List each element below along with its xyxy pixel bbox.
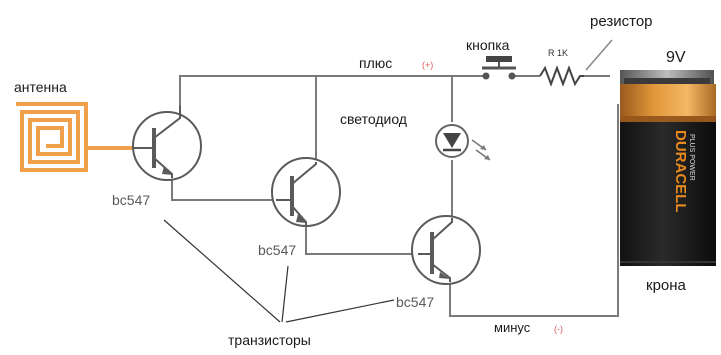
antenna-coil: [16, 102, 132, 172]
battery-9v: [620, 70, 716, 266]
transistors-label: транзисторы: [228, 332, 311, 348]
battery-voltage-label: 9V: [666, 49, 686, 66]
transistor-3-label: bc547: [396, 294, 434, 310]
resistor-symbol: [539, 39, 613, 87]
minus-label: минус: [494, 320, 531, 335]
t1-emitter-to-t2-base: [171, 178, 276, 201]
antenna-label: антенна: [14, 79, 67, 95]
led-label: светодиод: [340, 111, 407, 127]
transistor-pointers: [163, 219, 395, 323]
transistor-1: [132, 106, 202, 181]
plus-sign: (+): [422, 60, 433, 70]
plus-rail: [179, 75, 486, 106]
battery-name-label: крона: [646, 277, 687, 294]
push-button-symbol: [482, 56, 516, 80]
transistor-1-label: bc547: [112, 192, 150, 208]
led-symbol: [435, 124, 491, 161]
plus-label: плюс: [359, 55, 392, 71]
resistor-label: резистор: [590, 13, 653, 30]
transistor-3: [411, 215, 481, 285]
resistor-pointer: [585, 39, 613, 71]
transistor-2-label: bc547: [258, 242, 296, 258]
battery-sub-brand: PLUS POWER: [688, 134, 695, 181]
t2-emitter-to-t3-base: [305, 226, 418, 255]
resistor-value: R 1K: [548, 48, 568, 58]
minus-sign: (-): [554, 324, 563, 334]
button-label: кнопка: [466, 37, 510, 53]
battery-brand: DURACELL: [672, 130, 689, 213]
minus-rail: [449, 104, 619, 317]
transistor-2: [271, 157, 341, 227]
wires: [171, 75, 619, 317]
